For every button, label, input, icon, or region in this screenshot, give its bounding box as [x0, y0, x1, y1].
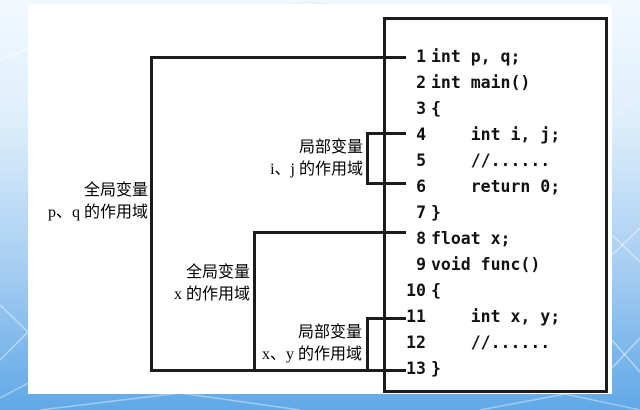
code-line-text: int i, j;: [431, 125, 561, 144]
code-line: 12 //......: [405, 330, 560, 356]
code-line-number: 9: [416, 255, 426, 274]
code-line-number: 2: [416, 73, 426, 92]
code-line: 11 int x, y;: [405, 304, 560, 330]
scope-line-x-top: [253, 231, 406, 234]
label-global-pq-scope: 全局变量 p、q 的作用域: [48, 180, 148, 224]
scope-line-xy-top: [366, 317, 406, 320]
code-line-text: int main(): [431, 73, 531, 92]
code-line-text: void func(): [431, 255, 541, 274]
code-line-text: {: [431, 281, 441, 300]
code-line-number: 11: [406, 307, 426, 326]
code-line: 2 int main(): [405, 70, 560, 96]
code-line-text: //......: [431, 151, 551, 170]
scope-line-xy-left: [366, 317, 369, 372]
code-line-number: 12: [406, 333, 426, 352]
code-line: 1 int p, q;: [405, 44, 560, 70]
code-line-number: 1: [416, 47, 426, 66]
scope-line-shared-bottom: [150, 369, 406, 372]
scope-line-pq-left: [150, 56, 153, 372]
scope-line-ij-bottom: [366, 182, 406, 185]
label-local-xy-scope: 局部变量 x、y 的作用域: [262, 322, 362, 366]
code-line-number: 6: [416, 177, 426, 196]
label-global-x-line1: 全局变量: [185, 264, 250, 281]
code-line-number: 10: [406, 281, 426, 300]
label-global-x-line2: x 的作用域: [173, 286, 250, 303]
code-line-text: return 0;: [431, 177, 561, 196]
code-line: 9 void func(): [405, 252, 560, 278]
label-global-pq-line2: p、q 的作用域: [47, 204, 148, 221]
label-local-ij-line2: i、j 的作用域: [270, 161, 363, 178]
code-line-text: }: [431, 203, 441, 222]
scope-line-ij-left: [366, 132, 369, 185]
code-line-text: //......: [431, 333, 551, 352]
label-local-ij-scope: 局部变量 i、j 的作用域: [270, 137, 363, 181]
scope-line-pq-top: [150, 56, 406, 59]
code-line: 10 {: [405, 278, 560, 304]
label-local-ij-line1: 局部变量: [298, 139, 363, 156]
code-line-text: int x, y;: [431, 307, 561, 326]
code-line-text: }: [431, 359, 441, 378]
code-line-number: 8: [416, 229, 426, 248]
label-local-xy-line2: x、y 的作用域: [261, 346, 362, 363]
scope-line-ij-top: [366, 132, 406, 135]
code-line-number: 7: [416, 203, 426, 222]
scope-line-x-left: [253, 231, 256, 372]
code-line-number: 13: [406, 359, 426, 378]
label-local-xy-line1: 局部变量: [297, 324, 362, 341]
code-line: 8 float x;: [405, 226, 560, 252]
code-line-text: float x;: [431, 229, 511, 248]
code-line-text: int p, q;: [431, 47, 521, 66]
code-line-number: 3: [416, 99, 426, 118]
code-box: [383, 17, 608, 393]
code-line: 4 int i, j;: [405, 122, 560, 148]
code-line: 3{: [405, 96, 560, 122]
code-line-text: {: [431, 99, 441, 118]
code-line: 5 //......: [405, 148, 560, 174]
code-line: 13}: [405, 356, 560, 382]
code-line-number: 5: [416, 151, 426, 170]
code-line-number: 4: [416, 125, 426, 144]
code-line: 6 return 0;: [405, 174, 560, 200]
code-line: 7}: [405, 200, 560, 226]
label-global-x-scope: 全局变量 x 的作用域: [174, 262, 250, 306]
label-global-pq-line1: 全局变量: [83, 182, 148, 199]
